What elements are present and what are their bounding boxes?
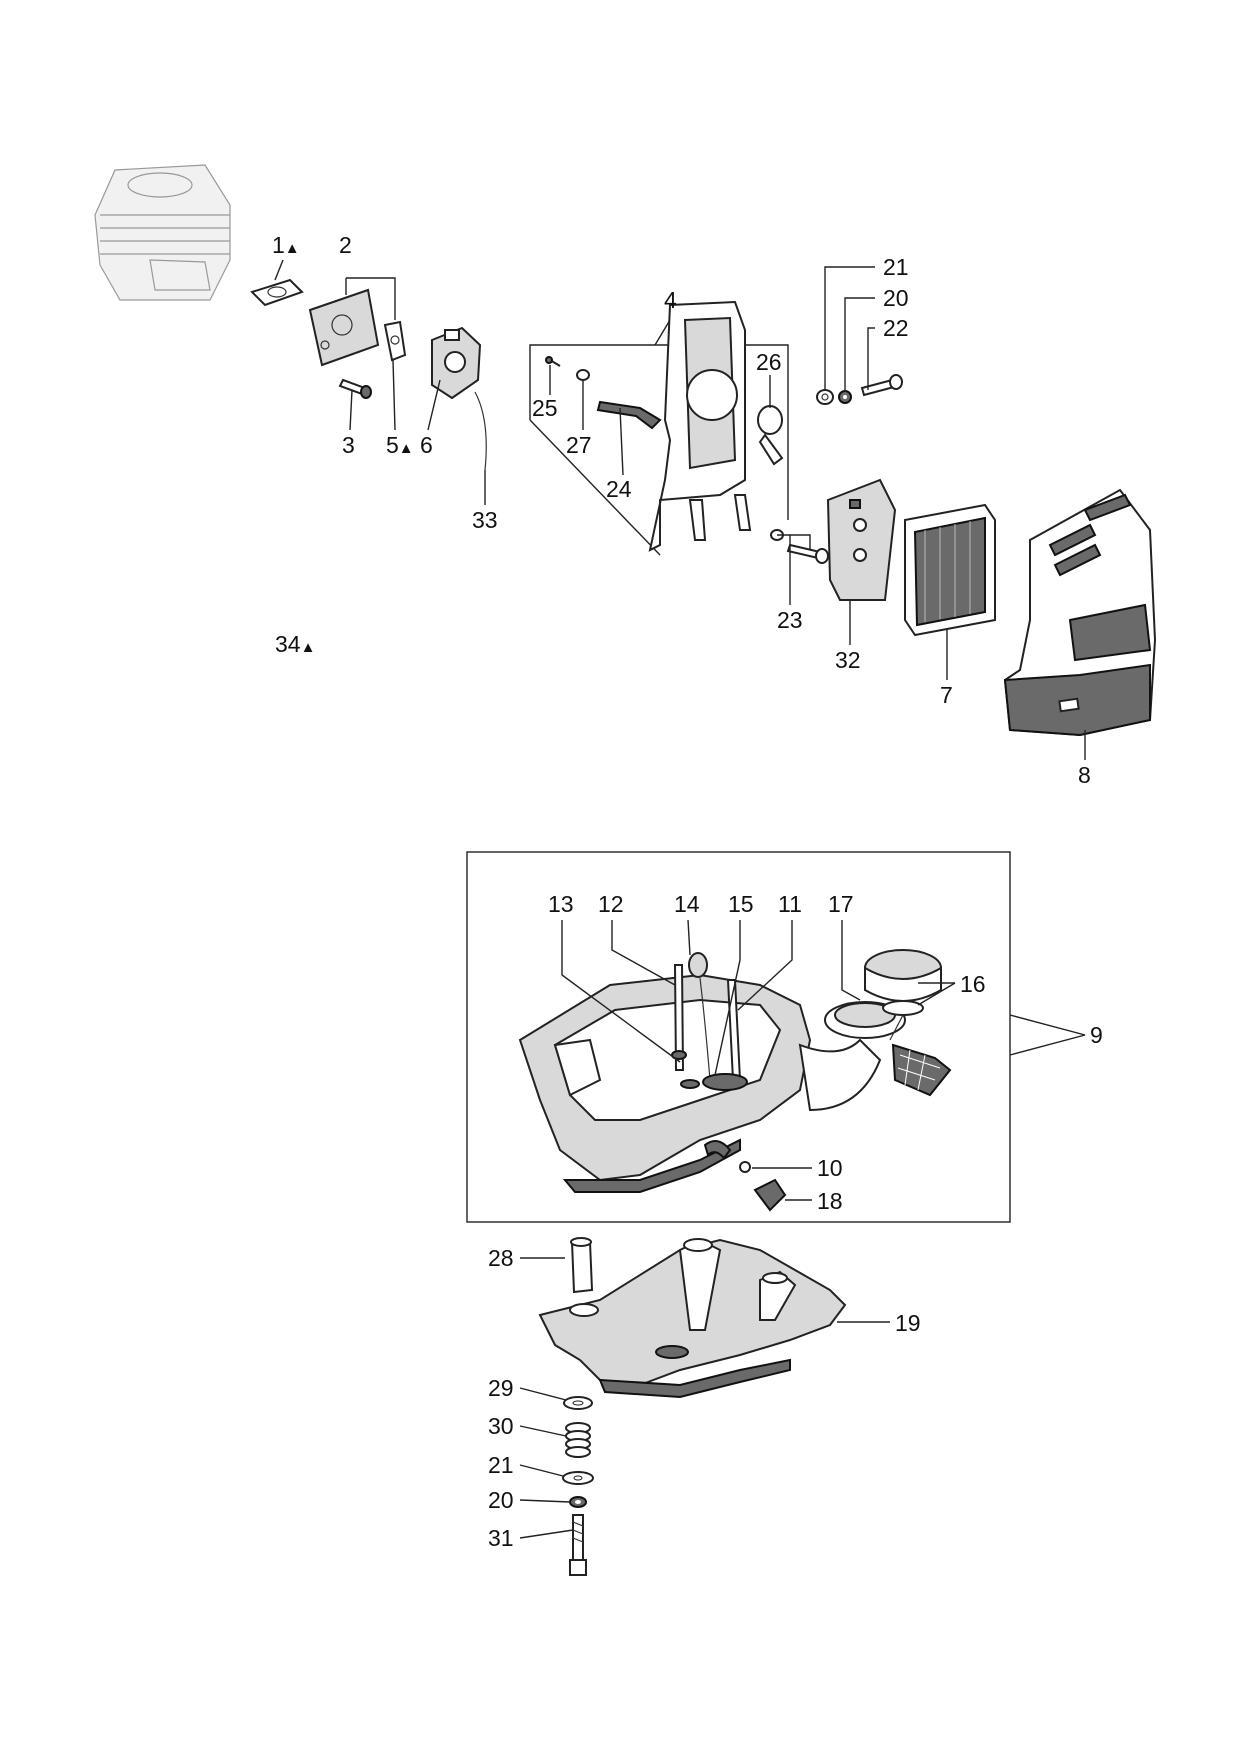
label-part-17: 17 xyxy=(828,891,854,917)
part-number-labels: 1▲ 2 3 5▲ 6 33 34▲ 4 25 27 24 26 21 20 2… xyxy=(272,232,1103,1551)
label-part-18: 18 xyxy=(817,1188,843,1214)
gasket-part-5 xyxy=(383,320,407,362)
label-part-34: 34▲ xyxy=(275,631,315,657)
clamp-part-26 xyxy=(757,405,784,466)
label-part-28: 28 xyxy=(488,1245,514,1271)
label-part-19: 19 xyxy=(895,1310,921,1336)
fuel-cap-part-16 xyxy=(864,949,942,1041)
label-part-1: 1▲ xyxy=(272,232,300,258)
air-filter-base xyxy=(648,300,752,552)
label-part-4: 4 xyxy=(664,287,677,313)
washer-part-21-top xyxy=(816,389,834,405)
spacer-part-28 xyxy=(570,1237,594,1294)
label-part-11: 11 xyxy=(778,891,802,917)
washer-part-21-bottom xyxy=(562,1471,594,1485)
label-part-29: 29 xyxy=(488,1375,514,1401)
tank-guard-part-19 xyxy=(538,1238,847,1399)
insulator-plate-part-2 xyxy=(308,288,380,367)
label-part-16: 16 xyxy=(960,971,986,997)
label-part-2: 2 xyxy=(339,232,352,258)
engine-cylinder-ghost xyxy=(94,164,231,301)
label-part-22: 22 xyxy=(883,315,909,341)
washer-part-20-top xyxy=(838,390,852,404)
label-part-13: 13 xyxy=(548,891,574,917)
label-part-10: 10 xyxy=(817,1155,843,1181)
label-part-26: 26 xyxy=(756,349,782,375)
label-part-21-bottom: 21 xyxy=(488,1452,514,1478)
leader-lines-bottom xyxy=(519,1257,890,1539)
filter-support-part-32 xyxy=(826,478,897,601)
fuel-tank-group-box xyxy=(466,851,1011,1223)
screw-part-23 xyxy=(770,529,829,564)
label-part-31: 31 xyxy=(488,1525,514,1551)
leader-lines-top xyxy=(274,259,1086,760)
fuel-filter-part-14 xyxy=(688,952,711,1081)
label-part-14: 14 xyxy=(674,891,700,917)
label-part-3: 3 xyxy=(342,432,355,458)
label-part-6: 6 xyxy=(420,432,433,458)
leader-lines-middle xyxy=(561,919,1086,1201)
label-part-33: 33 xyxy=(472,507,498,533)
screw-part-22 xyxy=(860,374,903,397)
label-part-15: 15 xyxy=(728,891,754,917)
gasket-part-1 xyxy=(250,278,304,307)
label-part-25: 25 xyxy=(532,395,558,421)
label-part-27: 27 xyxy=(566,432,592,458)
label-part-20-top: 20 xyxy=(883,285,909,311)
washer-part-29 xyxy=(563,1396,593,1410)
spring-part-30 xyxy=(565,1422,591,1458)
label-part-32: 32 xyxy=(835,647,861,673)
clamp-part-10 xyxy=(703,1140,751,1173)
carburetor-part-6 xyxy=(431,326,482,400)
bolt-part-31 xyxy=(569,1514,587,1576)
label-part-12: 12 xyxy=(598,891,624,917)
throttle-cable-part-33 xyxy=(474,391,487,471)
air-filter-cover-part-8 xyxy=(1003,488,1157,737)
screw-part-3 xyxy=(338,378,372,399)
label-part-7: 7 xyxy=(940,682,953,708)
label-part-8: 8 xyxy=(1078,762,1091,788)
label-part-21-top: 21 xyxy=(883,254,909,280)
label-part-9: 9 xyxy=(1090,1022,1103,1048)
fuel-hose-part-12 xyxy=(671,964,687,1071)
air-filter-element-part-7 xyxy=(904,503,996,637)
breather-part-13 xyxy=(680,1079,700,1089)
label-part-20-bottom: 20 xyxy=(488,1487,514,1513)
label-part-30: 30 xyxy=(488,1413,514,1439)
washer-part-27 xyxy=(576,369,590,381)
strainer-part-17 xyxy=(891,1043,952,1097)
label-part-24: 24 xyxy=(606,476,632,502)
choke-lever-part-24 xyxy=(596,400,662,430)
plug-part-18 xyxy=(753,1178,787,1212)
screw-part-25 xyxy=(545,356,561,367)
grommet-part-15 xyxy=(702,1073,748,1091)
label-part-5: 5▲ xyxy=(386,432,414,458)
label-part-23: 23 xyxy=(777,607,803,633)
washer-part-20-bottom xyxy=(569,1496,587,1508)
